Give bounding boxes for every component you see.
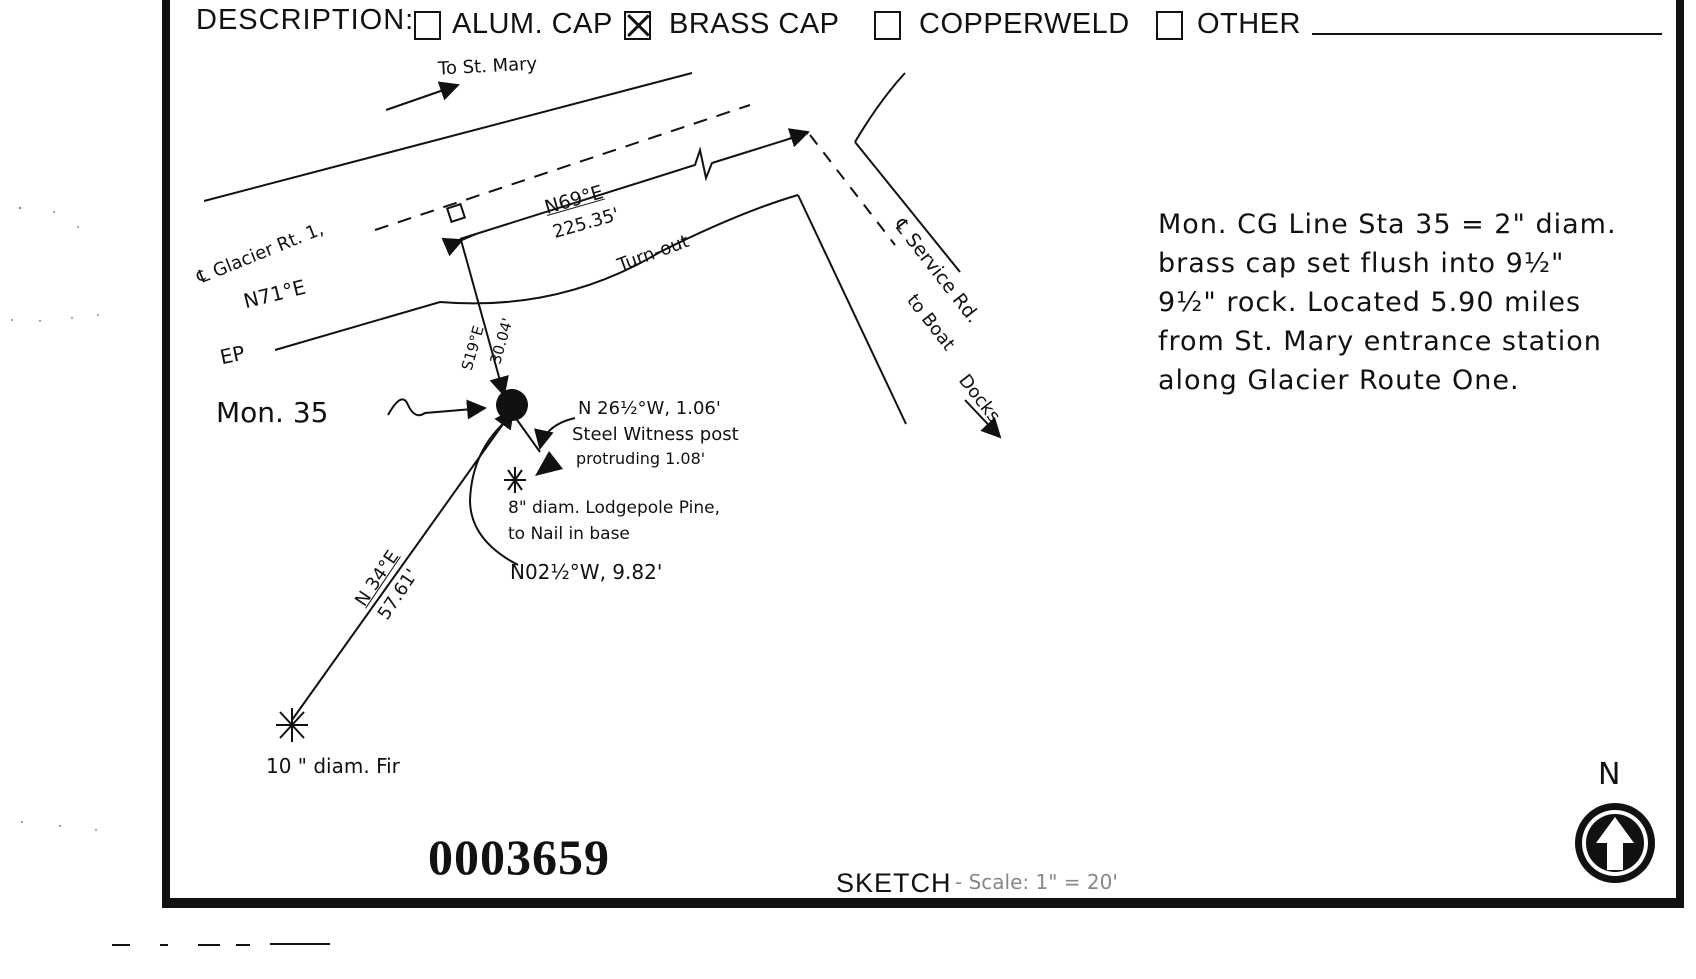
station-marker	[445, 202, 467, 224]
n69e-dimension-line	[459, 132, 809, 240]
mon35-arrow	[387, 398, 487, 420]
other-fill-line[interactable]	[1312, 33, 1662, 35]
to-st-mary-arrow	[385, 81, 460, 111]
service-road-east-edge	[854, 141, 961, 273]
docks-arrow	[964, 399, 1002, 439]
other-label: OTHER	[1197, 8, 1301, 40]
notes-line: from St. Mary entrance station	[1158, 326, 1602, 357]
steel-witness-label: Steel Witness post	[572, 424, 739, 445]
pine-label: 8" diam. Lodgepole Pine,	[508, 498, 720, 518]
north-label: N	[1598, 757, 1621, 792]
protruding-label: protruding 1.08'	[576, 449, 706, 468]
description-label: DESCRIPTION:	[196, 4, 415, 36]
scale-label: - Scale: 1" = 20'	[955, 870, 1118, 894]
service-road-centerline	[809, 134, 896, 246]
copperweld-checkbox[interactable]	[874, 11, 901, 40]
road-centerline	[374, 104, 751, 231]
north-arrow-icon	[1575, 803, 1655, 883]
fir-label: 10 " diam. Fir	[266, 754, 400, 778]
mon-35-label: Mon. 35	[216, 396, 329, 429]
fir-tree-symbol	[276, 708, 308, 742]
monument-notes: Mon. CG Line Sta 35 = 2" diam. brass cap…	[1158, 205, 1617, 400]
brass-cap-label: BRASS CAP	[669, 8, 840, 40]
scan-specks	[11, 206, 99, 831]
alum-cap-label: ALUM. CAP	[452, 8, 613, 40]
notes-line: Mon. CG Line Sta 35 = 2" diam.	[1158, 209, 1617, 240]
pine-leader	[468, 421, 519, 566]
witness-post-symbol	[535, 451, 563, 476]
sketch-label: SKETCH	[836, 868, 952, 898]
other-checkbox[interactable]	[1156, 11, 1183, 40]
notes-line: brass cap set flush into 9½"	[1158, 248, 1565, 279]
pine-tree-symbol	[504, 467, 526, 493]
n34e-line	[291, 408, 515, 721]
notes-line: 9½" rock. Located 5.90 miles	[1158, 287, 1582, 318]
brass-cap-checkbox[interactable]	[624, 11, 651, 40]
service-road-west-edge	[797, 194, 907, 425]
copperweld-label: COPPERWELD	[919, 8, 1130, 40]
document-number: 0003659	[428, 829, 610, 885]
monument-35-symbol	[496, 389, 528, 421]
notes-line: along Glacier Route One.	[1158, 365, 1520, 396]
witness-leader	[534, 417, 576, 450]
bottom-dash-marks	[112, 943, 330, 946]
road-edge-north	[203, 72, 693, 202]
service-road-curve	[854, 72, 906, 143]
alum-cap-checkbox[interactable]	[414, 11, 441, 40]
s19e-line	[460, 239, 509, 397]
pine-nail-label: to Nail in base	[508, 524, 630, 544]
form-frame	[162, 0, 1684, 908]
ep-label: EP	[217, 340, 247, 370]
n26w-label: N 26½°W, 1.06'	[578, 398, 721, 419]
road-edge-ep	[274, 194, 799, 351]
n02w-label: N02½°W, 9.82'	[510, 560, 663, 584]
